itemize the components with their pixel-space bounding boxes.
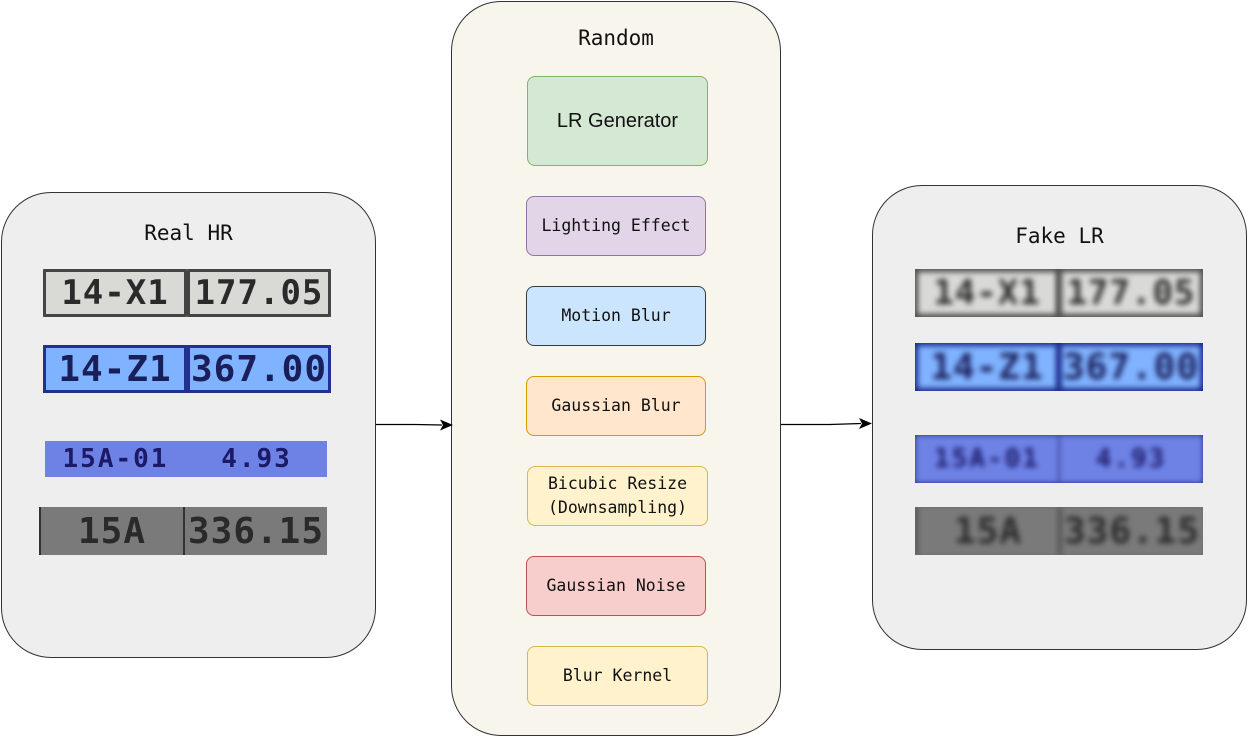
hr-plate-2-right: 367.00 [187, 345, 331, 393]
random-title: Random [578, 26, 654, 50]
hr-plate-4-left: 15A [39, 507, 183, 555]
lr-plate-4-right: 336.15 [1059, 507, 1203, 555]
lr-plate-4-left: 15A [915, 507, 1059, 555]
fake-lr-panel: Fake LR [872, 185, 1247, 650]
hr-plate-2: 14-Z1 367.00 [43, 345, 331, 393]
gaussian-blur-box: Gaussian Blur [526, 376, 706, 436]
lighting-effect-box: Lighting Effect [526, 196, 706, 256]
motion-blur-box: Motion Blur [526, 286, 706, 346]
lr-generator-box: LR Generator [527, 76, 708, 166]
lr-plate-1-left: 14-X1 [915, 269, 1059, 317]
lr-plate-4: 15A 336.15 [915, 507, 1203, 555]
hr-plate-2-left: 14-Z1 [43, 345, 187, 393]
hr-plate-1: 14-X1 177.05 [43, 269, 331, 317]
gaussian-noise-box: Gaussian Noise [526, 556, 706, 616]
lr-plate-2: 14-Z1 367.00 [915, 343, 1203, 391]
lr-plate-2-right: 367.00 [1059, 343, 1203, 391]
hr-plate-1-left: 14-X1 [43, 269, 187, 317]
lr-plate-1: 14-X1 177.05 [915, 269, 1203, 317]
lr-plate-3: 15A-01 4.93 [915, 435, 1203, 483]
hr-plate-1-right: 177.05 [187, 269, 331, 317]
lr-plate-1-right: 177.05 [1059, 269, 1203, 317]
hr-plate-3-right: 4.93 [186, 441, 327, 477]
hr-plate-4: 15A 336.15 [39, 507, 327, 555]
lr-plate-3-left: 15A-01 [915, 435, 1059, 483]
lr-plate-3-right: 4.93 [1059, 435, 1203, 483]
blur-kernel-box: Blur Kernel [527, 646, 708, 706]
hr-plate-4-right: 336.15 [183, 507, 327, 555]
hr-plate-3-left: 15A-01 [45, 441, 186, 477]
lr-plate-2-left: 14-Z1 [915, 343, 1059, 391]
hr-plate-3: 15A-01 4.93 [45, 441, 327, 477]
bicubic-resize-box: Bicubic Resize (Downsampling) [527, 466, 708, 526]
real-hr-title: Real HR [144, 221, 233, 245]
fake-lr-title: Fake LR [1015, 224, 1104, 248]
